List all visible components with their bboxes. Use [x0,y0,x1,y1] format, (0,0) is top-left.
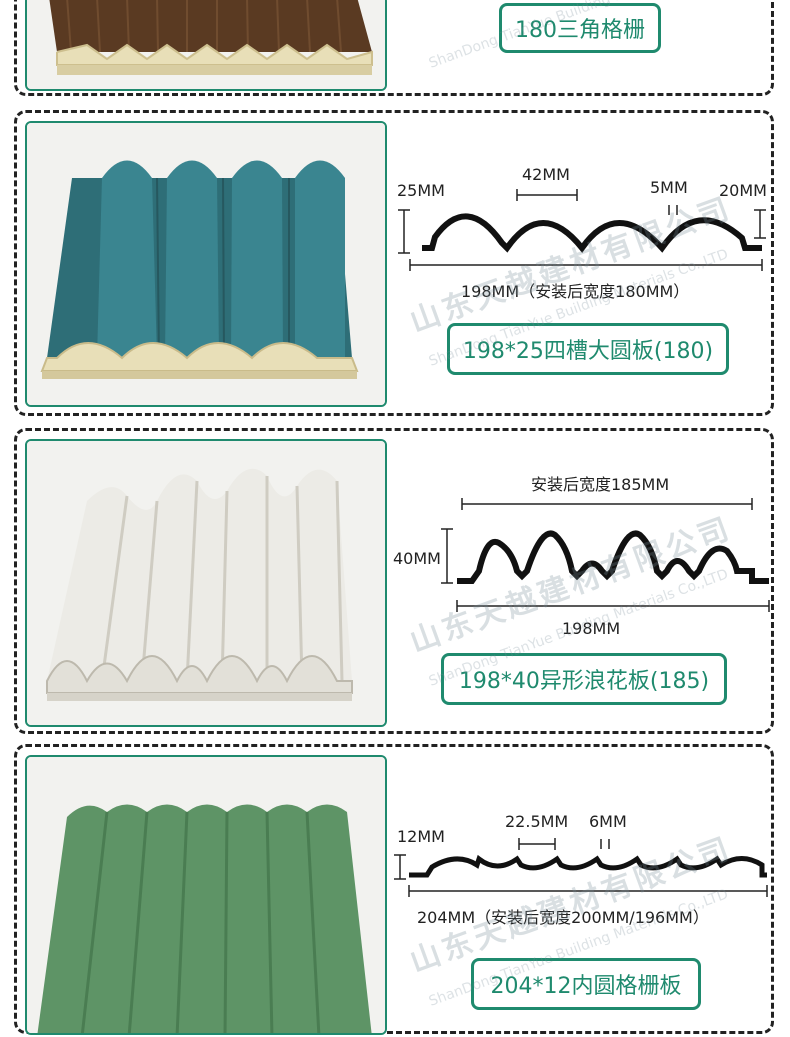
product-label-4: 204*12内圆格栅板 [471,958,701,1010]
dim-groove-4: 22.5MM [505,812,569,831]
profile-diagram-3 [441,498,770,612]
dim-edge-2: 20MM [719,181,767,200]
dim-width-3: 198MM [562,619,621,638]
product-card-1: 180三角格栅 [14,0,774,96]
product-card-3: 安装后宽度185MM 40MM 198MM 198*40异形浪花板(185) [14,428,774,734]
profile-shape-2 [422,213,762,253]
product-label-text-2: 198*25四槽大圆板(180) [462,339,714,364]
profile-shape-3 [457,530,769,584]
dim-gap-2: 5MM [650,178,688,197]
product-label-text-3: 198*40异形浪花板(185) [458,669,710,694]
product-image-1 [27,0,385,89]
product-photo-2 [25,121,387,407]
product-label-3: 198*40异形浪花板(185) [441,653,727,705]
product-label-text-1: 180三角格栅 [515,18,645,43]
dim-height-4: 12MM [397,827,445,846]
profile-shape-4 [409,854,767,878]
product-image-4 [27,757,385,1033]
product-card-4: 12MM 22.5MM 6MM 204MM（安装后宽度200MM/196MM） … [14,744,774,1035]
dim-height-3: 40MM [393,549,441,568]
dim-install-width-3: 安装后宽度185MM [531,475,670,494]
product-image-2 [27,123,385,405]
dim-gap-4: 6MM [589,812,627,831]
product-label-1: 180三角格栅 [499,3,661,53]
product-card-2: 25MM 42MM 5MM 20MM 198MM（安装后宽度180MM） 198… [14,110,774,416]
profile-diagram-4 [394,838,768,897]
profile-diagram-2 [398,189,766,271]
product-photo-1 [25,0,387,91]
product-label-2: 198*25四槽大圆板(180) [447,323,729,375]
product-image-3 [27,441,385,725]
dim-height-2: 25MM [397,181,445,200]
dim-width-2: 198MM（安装后宽度180MM） [461,282,690,301]
product-photo-4 [25,755,387,1035]
product-label-text-4: 204*12内圆格栅板 [490,974,682,999]
dim-width-4: 204MM（安装后宽度200MM/196MM） [417,908,709,927]
dim-groove-2: 42MM [522,165,570,184]
product-photo-3 [25,439,387,727]
